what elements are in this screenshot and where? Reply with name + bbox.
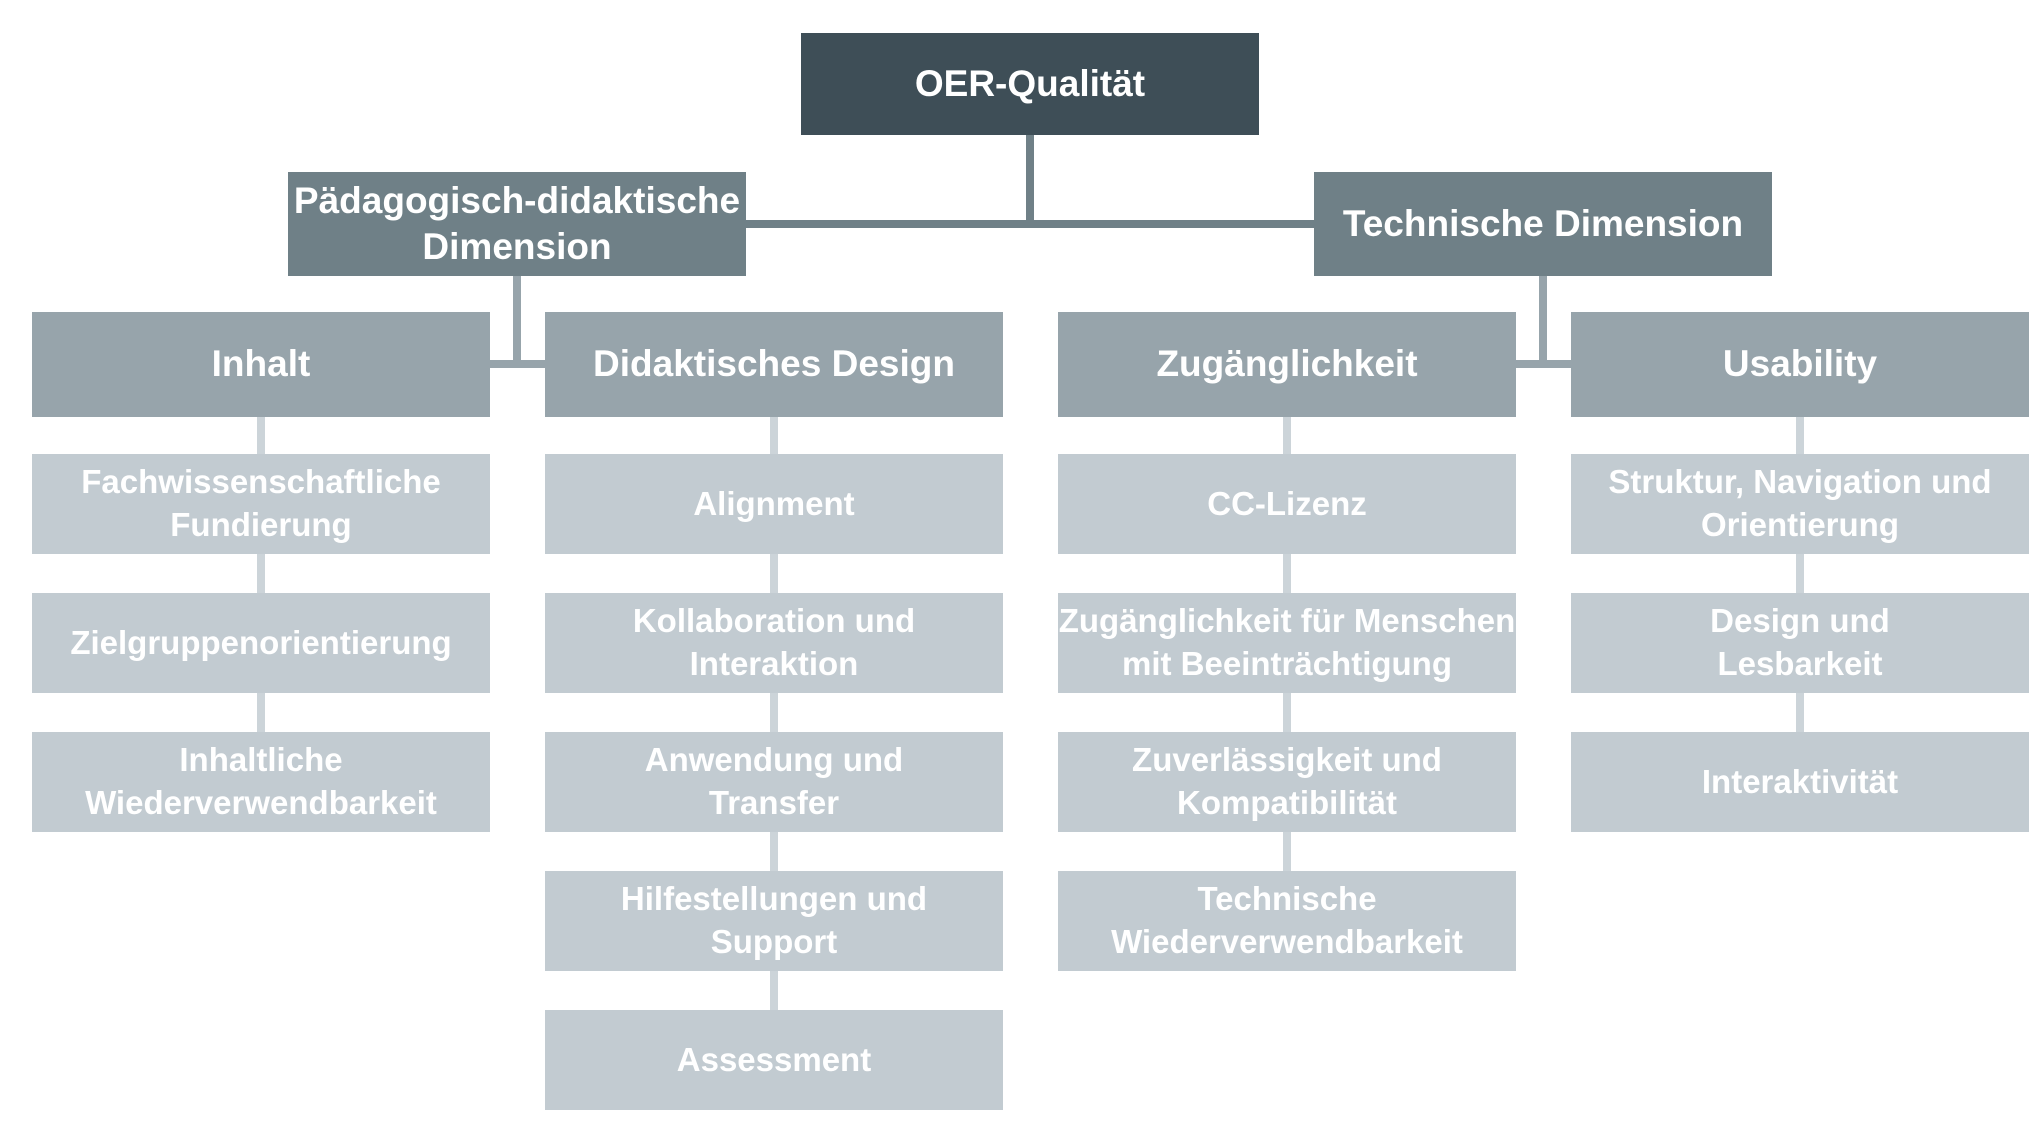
node-oer-qualitaet: OER-Qualität [801, 33, 1259, 135]
node-zuverlaessigkeit-und-kompatibilitaet: Zuverlässigkeit und Kompatibilität [1058, 732, 1516, 832]
connector-col2-1 [770, 417, 778, 454]
node-anwendung-und-transfer: Anwendung und Transfer [545, 732, 1003, 832]
connector-paedagogisch-horizontal [490, 360, 545, 368]
node-struktur-navigation-und-orientierung: Struktur, Navigation und Orientierung [1571, 454, 2029, 554]
node-alignment: Alignment [545, 454, 1003, 554]
node-assessment: Assessment [545, 1010, 1003, 1110]
connector-col2-3 [770, 693, 778, 732]
node-fachwissenschaftliche-fundierung: Fachwissenschaftliche Fundierung [32, 454, 490, 554]
connector-col2-4 [770, 832, 778, 871]
node-zielgruppenorientierung: Zielgruppenorientierung [32, 593, 490, 693]
node-zugaenglichkeit: Zugänglichkeit [1058, 312, 1516, 417]
node-design-und-lesbarkeit: Design und Lesbarkeit [1571, 593, 2029, 693]
node-inhalt: Inhalt [32, 312, 490, 417]
node-cc-lizenz: CC-Lizenz [1058, 454, 1516, 554]
node-zugaenglichkeit-fuer-menschen-mit-beeintraechtigung: Zugänglichkeit für Menschen mit Beeinträ… [1058, 593, 1516, 693]
connector-paedagogisch-down [513, 276, 521, 368]
connector-col1-1 [257, 417, 265, 454]
connector-root-down [1026, 135, 1034, 224]
connector-col3-2 [1283, 554, 1291, 593]
connector-technisch-horizontal [1516, 360, 1571, 368]
node-inhaltliche-wiederverwendbarkeit: Inhaltliche Wiederverwendbarkeit [32, 732, 490, 832]
connector-col2-2 [770, 554, 778, 593]
connector-technisch-down [1539, 276, 1547, 368]
connector-col1-3 [257, 693, 265, 732]
node-hilfestellungen-und-support: Hilfestellungen und Support [545, 871, 1003, 971]
node-usability: Usability [1571, 312, 2029, 417]
node-paedagogisch-didaktische-dimension: Pädagogisch-didaktische Dimension [288, 172, 746, 276]
node-didaktisches-design: Didaktisches Design [545, 312, 1003, 417]
connector-col4-1 [1796, 417, 1804, 454]
connector-col3-4 [1283, 832, 1291, 871]
connector-root-horizontal [746, 220, 1314, 228]
node-interaktivitaet: Interaktivität [1571, 732, 2029, 832]
connector-col3-3 [1283, 693, 1291, 732]
node-technische-dimension: Technische Dimension [1314, 172, 1772, 276]
node-technische-wiederverwendbarkeit: Technische Wiederverwendbarkeit [1058, 871, 1516, 971]
connector-col2-5 [770, 971, 778, 1010]
connector-col4-3 [1796, 693, 1804, 732]
connector-col4-2 [1796, 554, 1804, 593]
connector-col1-2 [257, 554, 265, 593]
connector-col3-1 [1283, 417, 1291, 454]
node-kollaboration-und-interaktion: Kollaboration und Interaktion [545, 593, 1003, 693]
